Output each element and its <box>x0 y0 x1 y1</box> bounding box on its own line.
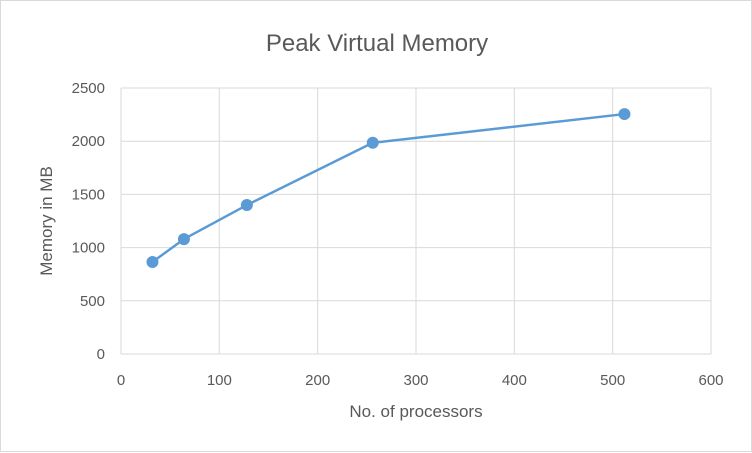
x-tick-label: 300 <box>403 372 428 389</box>
y-tick-label: 2000 <box>72 133 105 150</box>
data-point <box>146 255 159 268</box>
series-line <box>151 112 625 263</box>
x-axis-label: No. of processors <box>349 402 482 421</box>
x-tick-label: 0 <box>117 372 125 389</box>
y-axis-label: Memory in MB <box>37 166 56 276</box>
gridlines <box>120 87 712 355</box>
x-tick-labels: 0 100 200 300 400 500 600 <box>117 372 724 389</box>
y-tick-label: 500 <box>80 293 105 310</box>
y-tick-label: 1000 <box>72 240 105 257</box>
data-point <box>177 233 190 246</box>
x-tick-label: 600 <box>698 372 723 389</box>
data-point <box>240 199 253 212</box>
data-point <box>366 136 379 149</box>
y-tick-label: 1500 <box>72 186 105 203</box>
x-tick-label: 400 <box>502 372 527 389</box>
x-tick-label: 500 <box>600 372 625 389</box>
chart-title: Peak Virtual Memory <box>266 30 488 57</box>
x-tick-label: 100 <box>207 372 232 389</box>
data-point <box>618 108 631 121</box>
y-tick-label: 2500 <box>72 80 105 97</box>
y-tick-label: 0 <box>97 346 105 363</box>
x-tick-label: 200 <box>305 372 330 389</box>
y-tick-labels: 0 500 1000 1500 2000 2500 <box>72 80 105 363</box>
series <box>146 108 631 268</box>
